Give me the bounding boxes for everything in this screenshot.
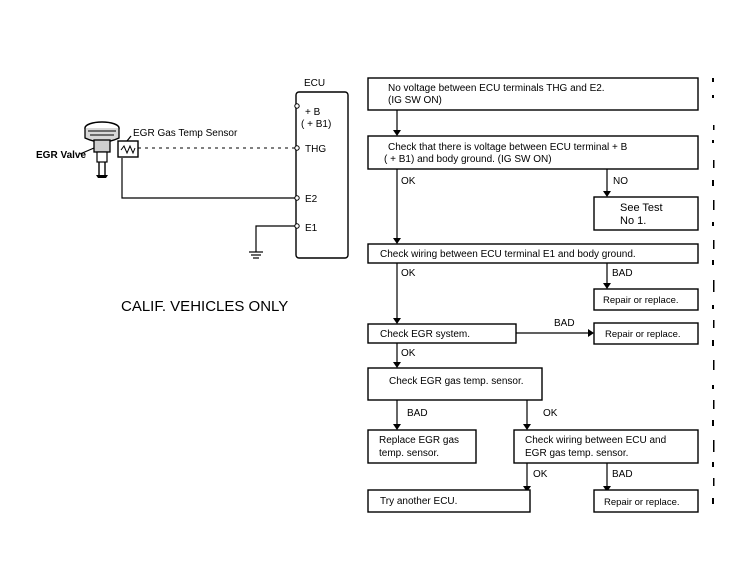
ok4-label: OK <box>543 408 558 419</box>
start-line2: (IG SW ON) <box>388 95 442 106</box>
flowchart: No voltage between ECU terminals THG and… <box>367 77 699 513</box>
repair2-box <box>593 288 699 311</box>
valve-leader <box>79 147 95 155</box>
ecu-label: ECU <box>304 78 325 89</box>
no1-label: NO <box>613 176 628 187</box>
arrowhead <box>603 283 611 289</box>
terminal-e2-label: E2 <box>305 194 318 205</box>
check-wiring-sensor-box <box>513 429 699 464</box>
check-wiring-e1-text: Check wiring between ECU terminal E1 and… <box>380 249 636 260</box>
check-voltage-box <box>367 135 699 170</box>
check-voltage-line1: Check that there is voltage between ECU … <box>388 142 628 153</box>
try-ecu-text: Try another ECU. <box>380 496 457 507</box>
bad3-label: BAD <box>554 318 575 329</box>
repair3-box <box>593 322 699 345</box>
replace-line1: Replace EGR gas <box>379 435 459 446</box>
page-edge-marks <box>712 78 715 504</box>
calif-note: CALIF. VEHICLES ONLY <box>121 298 288 315</box>
repair2-text: Repair or replace. <box>603 295 679 306</box>
ok5-label: OK <box>533 469 548 480</box>
bad2-label: BAD <box>612 268 633 279</box>
wiring-diagram: ECU + B ( + B1) THG E2 E1 <box>36 78 349 315</box>
check-sensor-box <box>367 367 543 401</box>
bad5-label: BAD <box>612 469 633 480</box>
replace-sensor-box <box>367 429 477 464</box>
terminal-plus-b1-label: ( + B1) <box>301 119 331 130</box>
arrowhead <box>393 238 401 244</box>
check-voltage-line2: ( + B1) and body ground. (IG SW ON) <box>384 154 552 165</box>
arrowhead <box>523 424 531 430</box>
see-test-box <box>593 196 699 231</box>
replace-line2: temp. sensor. <box>379 448 439 459</box>
see-test-line2: No 1. <box>620 215 646 227</box>
arrowhead <box>393 362 401 368</box>
repair5-box <box>593 489 699 513</box>
ground-symbol <box>249 251 263 259</box>
ok2-label: OK <box>401 268 416 279</box>
egr-gas-temp-sensor-icon <box>117 140 139 158</box>
arrowhead <box>603 486 611 492</box>
see-test-line1: See Test <box>620 202 663 214</box>
valve-label: EGR Valve <box>36 150 86 161</box>
ecu-box <box>295 91 349 259</box>
arrowhead <box>523 486 531 492</box>
e1-wire <box>255 225 295 252</box>
try-ecu-box <box>367 489 531 513</box>
sensor-leader <box>126 135 132 142</box>
terminal-thg <box>294 145 300 151</box>
arrowhead <box>603 191 611 197</box>
egr-valve-icon <box>84 121 120 178</box>
arrowhead <box>588 329 594 337</box>
start-box <box>367 77 699 111</box>
ok3-label: OK <box>401 348 416 359</box>
repair3-text: Repair or replace. <box>605 329 681 340</box>
repair5-text: Repair or replace. <box>604 497 680 508</box>
check-wiring-e1-box <box>367 243 699 264</box>
check-egr-system-text: Check EGR system. <box>380 329 470 340</box>
check-wiring-sensor-line1: Check wiring between ECU and <box>525 435 666 446</box>
e2-wire <box>121 158 295 199</box>
check-wiring-sensor-line2: EGR gas temp. sensor. <box>525 448 628 459</box>
terminal-e2 <box>294 195 300 201</box>
bad4-label: BAD <box>407 408 428 419</box>
arrowhead <box>393 424 401 430</box>
terminal-plus-b-label: + B <box>305 107 321 118</box>
ok1-label: OK <box>401 176 416 187</box>
check-sensor-text: Check EGR gas temp. sensor. <box>389 376 524 387</box>
terminal-e1 <box>294 223 300 229</box>
terminal-plus-b <box>294 103 300 109</box>
sensor-label: EGR Gas Temp Sensor <box>133 128 238 139</box>
start-line1: No voltage between ECU terminals THG and… <box>388 83 605 94</box>
arrowhead <box>393 318 401 324</box>
terminal-e1-label: E1 <box>305 223 318 234</box>
arrowhead <box>393 130 401 136</box>
terminal-thg-label: THG <box>305 144 326 155</box>
